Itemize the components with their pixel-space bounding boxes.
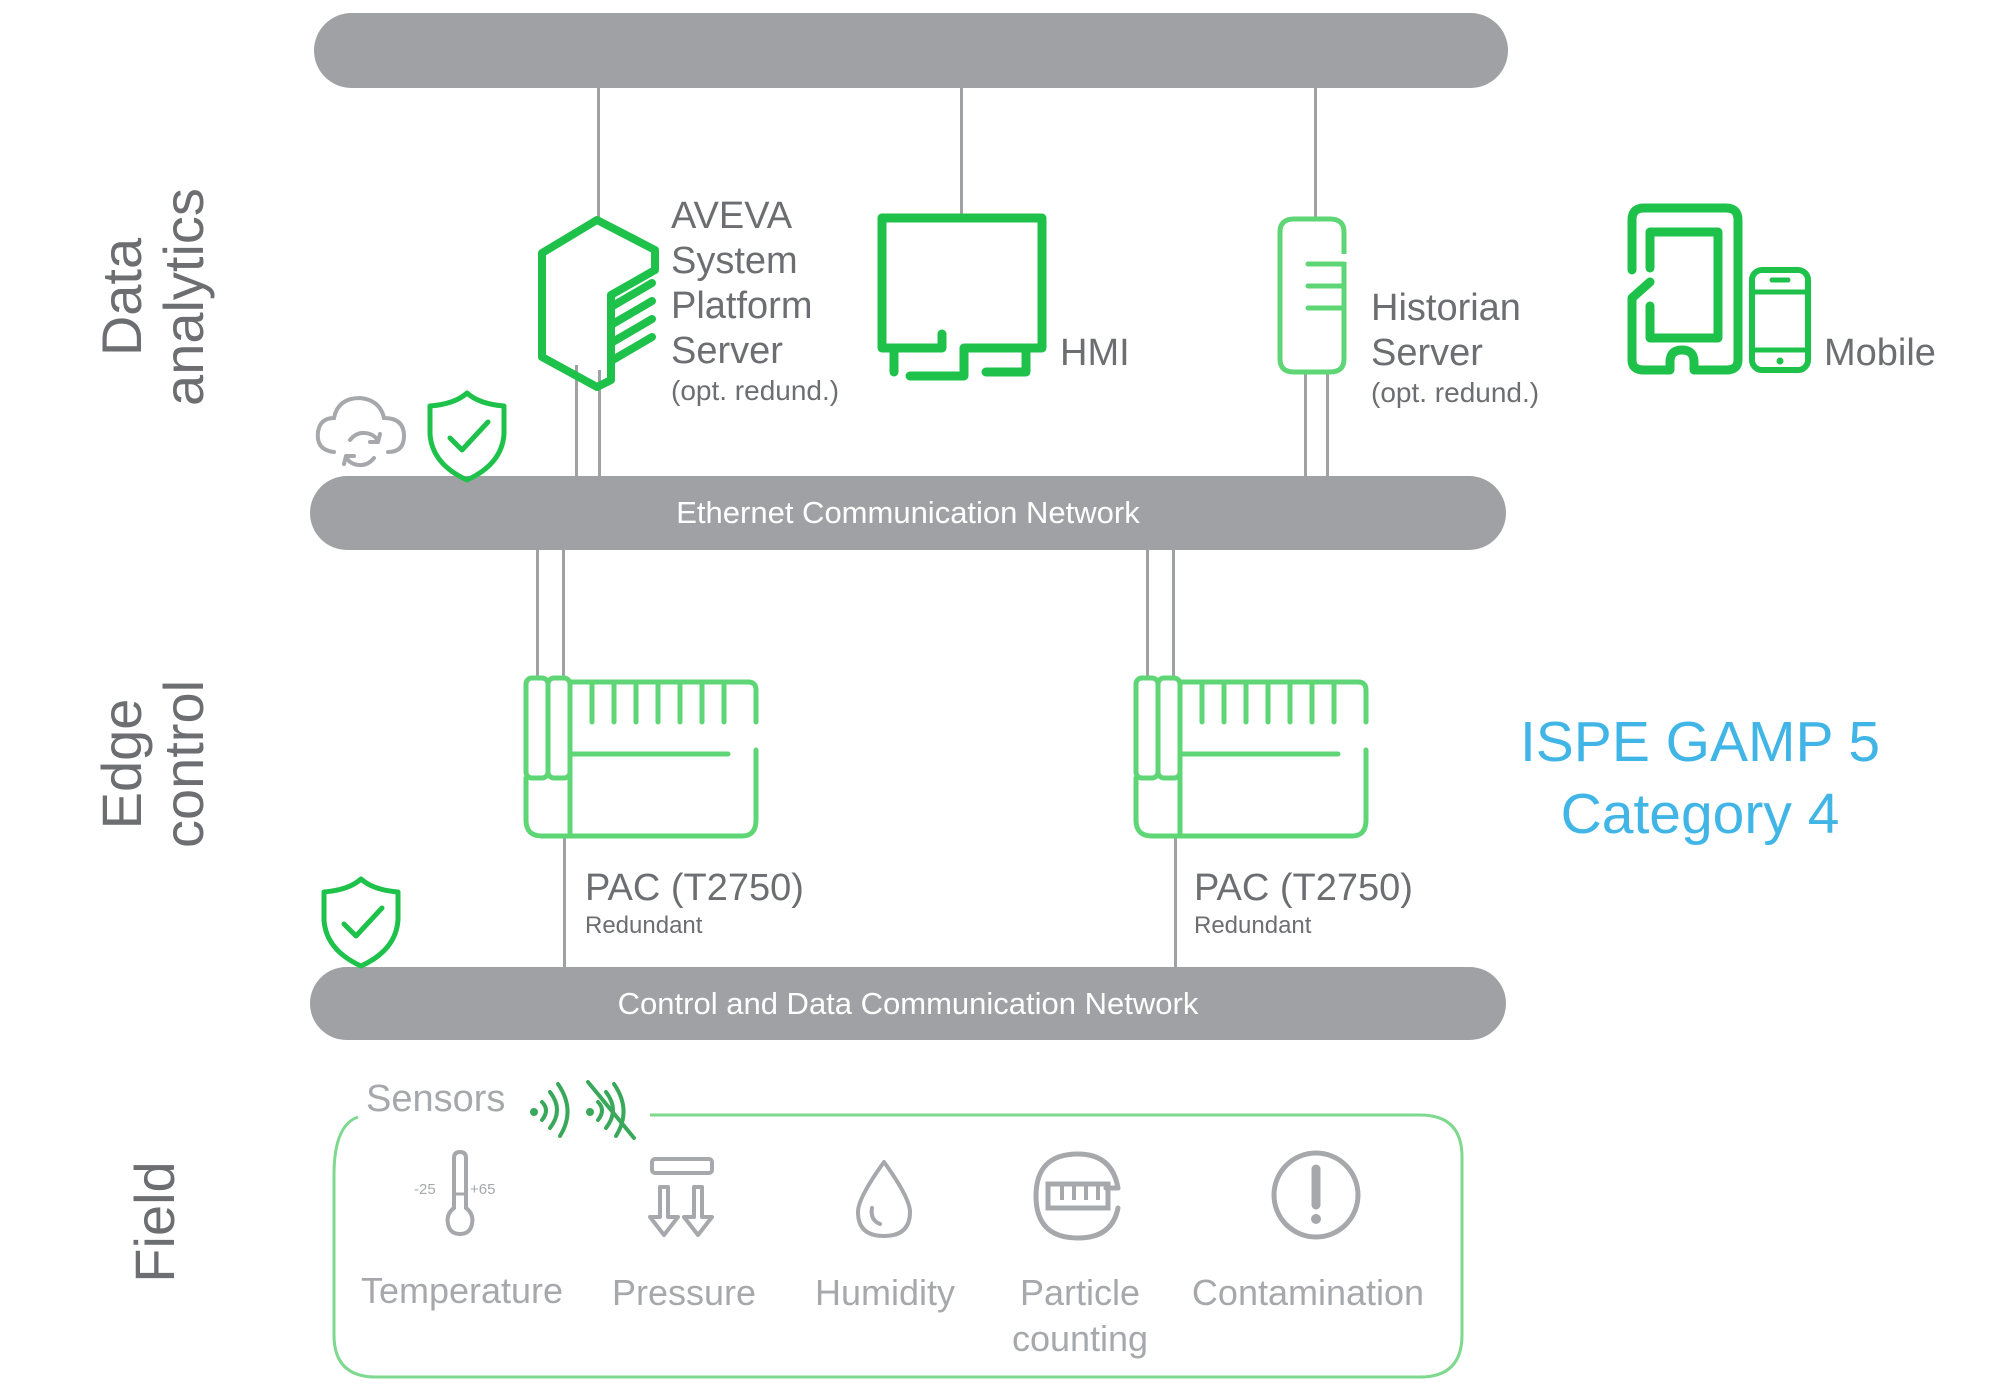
connector-ethernet-pac-left-a [536,548,539,678]
aveva-server-icon [538,216,659,391]
connector-top-hmi [960,88,963,216]
hmi-label: HMI [1060,332,1130,374]
pressure-icon [648,1157,714,1237]
control-network-bus: Control and Data Communication Network [310,967,1506,1040]
historian-server-icon [1277,216,1347,375]
sensor-label-contamination: Contamination [1191,1272,1425,1313]
connector-ethernet-pac-right-b [1172,548,1175,678]
hmi-monitor-icon [877,213,1047,381]
pac-right-label: PAC (T2750) Redundant [1194,867,1413,939]
connector-top-historian [1314,88,1317,218]
droplet-icon [856,1160,912,1238]
control-network-label: Control and Data Communication Network [617,985,1199,1021]
connector-historian-ethernet-b [1326,372,1329,480]
ethernet-network-label: Ethernet Communication Network [676,495,1140,530]
thermometer-icon: -25 +65 [414,1149,495,1237]
connector-pac-right-control [1174,838,1177,970]
sensors-group-border [332,1113,1464,1379]
temp-range-low: -25 [414,1181,436,1198]
sensor-label-temperature: Temperature [360,1270,564,1311]
connector-pac-left-control [563,838,566,970]
connector-top-aveva [597,88,600,223]
pac-left-label: PAC (T2750) Redundant [585,867,804,939]
sensors-title: Sensors [366,1078,506,1120]
cloud-sync-icon [315,395,407,468]
layer-label-data-analytics: Data analytics [90,188,215,406]
connector-ethernet-pac-right-a [1146,548,1149,678]
wireless-disabled-icon [586,1080,636,1140]
connector-aveva-ethernet-a [575,365,578,480]
sensor-label-humidity: Humidity [814,1272,956,1313]
pac-controller-icon-left [523,675,759,839]
security-shield-icon-bottom [321,876,401,969]
temp-range-high: +65 [470,1181,495,1198]
connector-historian-ethernet-a [1304,372,1307,480]
compliance-label: ISPE GAMP 5 Category 4 [1519,710,1881,846]
sensor-label-particle-counting: Particle counting [1011,1272,1149,1359]
ethernet-network-bus: Ethernet Communication Network [310,476,1506,550]
connector-ethernet-pac-left-b [562,548,565,678]
top-network-bus [314,13,1508,88]
mobile-label: Mobile [1824,332,1936,374]
security-shield-icon-top [427,390,507,483]
exclamation-circle-icon [1271,1150,1361,1240]
historian-label: Historian Server (opt. redund.) [1371,287,1540,408]
sensor-label-pressure: Pressure [611,1272,757,1313]
particle-counter-icon [1033,1151,1121,1241]
layer-label-field: Field [123,1161,186,1283]
connector-aveva-ethernet-b [598,370,601,480]
pac-controller-icon-right [1133,675,1369,839]
wireless-signal-icon [530,1082,570,1138]
mobile-devices-icon [1627,203,1811,375]
layer-label-edge-control: Edge control [90,679,215,849]
aveva-label: AVEVA System Platform Server (opt. redun… [671,195,840,406]
